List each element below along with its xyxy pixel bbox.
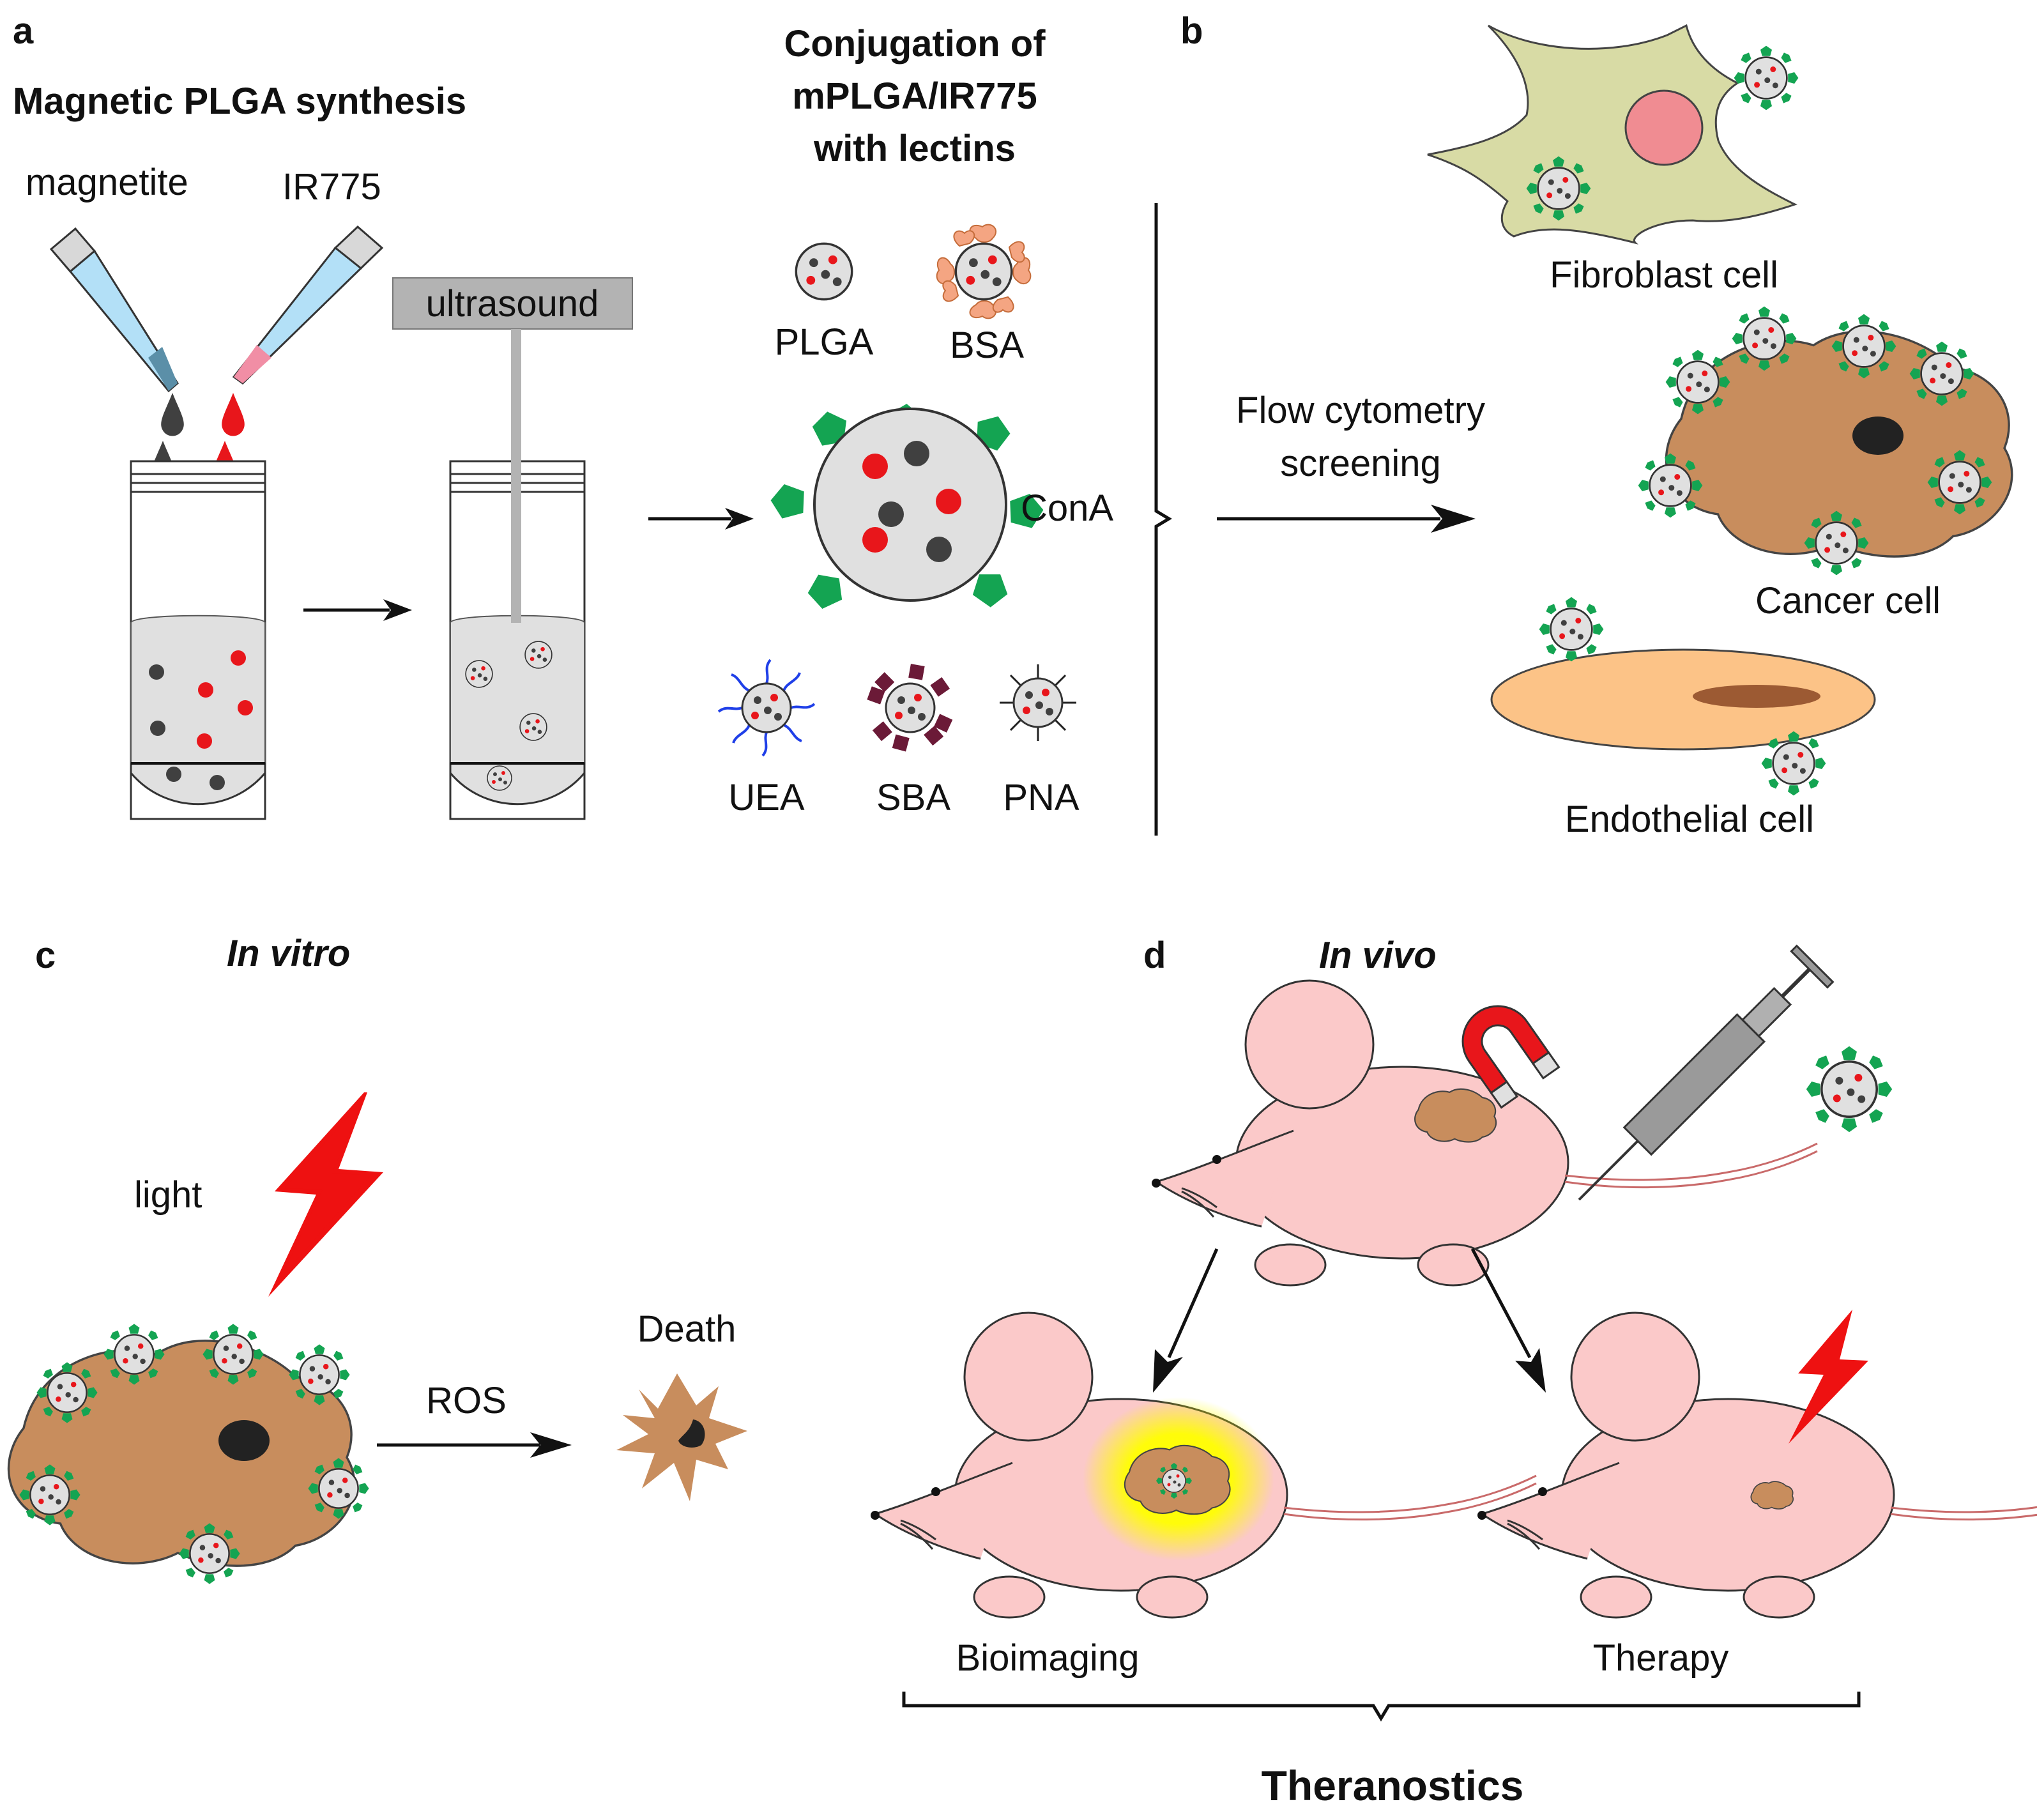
magnet-icon <box>1461 1005 1560 1109</box>
fibroblast-cell <box>1427 24 1799 245</box>
conjugation-title-line-2: mPLGA/IR775 <box>792 75 1037 117</box>
light-label: light <box>134 1174 202 1216</box>
death-label: Death <box>637 1308 736 1350</box>
bioimaging-label: Bioimaging <box>956 1637 1140 1679</box>
ultrasound-device: ultrasound <box>392 277 633 623</box>
arrow-ros <box>377 1432 572 1458</box>
panel-b-letter: b <box>1180 10 1203 52</box>
syringe-icon <box>1578 944 1835 1201</box>
bsa-particle <box>936 224 1032 319</box>
theranostics-label: Theranostics <box>1262 1762 1524 1809</box>
sba-particle <box>867 664 953 752</box>
tube-sonicated <box>449 329 586 820</box>
fibroblast-label: Fibroblast cell <box>1550 254 1778 296</box>
mouse-therapy <box>1476 1311 2037 1619</box>
uea-particle <box>717 659 816 757</box>
therapy-label: Therapy <box>1593 1637 1729 1679</box>
magnetite-label: magnetite <box>26 162 188 203</box>
injected-nanoparticle <box>1805 1045 1893 1133</box>
endothelial-label: Endothelial cell <box>1565 799 1814 840</box>
arrow-mix-to-sonicate <box>303 599 412 621</box>
uea-label: UEA <box>728 777 805 818</box>
arrow-to-bioimaging <box>1153 1248 1219 1393</box>
conjugation-section: Conjugation of mPLGA/IR775 with lectins … <box>717 23 1172 836</box>
ros-label: ROS <box>426 1380 507 1421</box>
panel-c-title: In vitro <box>227 933 350 974</box>
panel-a-title: Magnetic PLGA synthesis <box>13 80 466 122</box>
panel-c: c In vitro light ROS Death <box>7 933 747 1585</box>
bsa-label: BSA <box>950 325 1024 366</box>
sba-label: SBA <box>876 777 950 818</box>
pna-label: PNA <box>1003 777 1080 818</box>
pna-particle <box>1000 664 1076 741</box>
panel-c-letter: c <box>35 935 56 976</box>
arrow-flow-screening <box>1217 505 1476 533</box>
conjugation-title-line-1: Conjugation of <box>784 23 1046 65</box>
flow-label-line-1: Flow cytometry <box>1236 390 1485 431</box>
panel-b: b Flow cytometry screening Fibroblast ce… <box>1180 10 2013 840</box>
cancer-cell-label: Cancer cell <box>1755 580 1941 622</box>
plga-particle <box>795 242 853 301</box>
cona-particle <box>767 402 1047 612</box>
treated-cancer-cell <box>7 1323 370 1585</box>
cancer-cell <box>1637 305 2013 576</box>
tumor-therapy <box>1750 1481 1794 1510</box>
panel-d-title: In vivo <box>1319 935 1437 976</box>
panel-a: a Magnetic PLGA synthesis magnetite IR77… <box>13 10 754 820</box>
pipette-ir775-icon <box>232 225 384 385</box>
plga-label: PLGA <box>775 321 874 363</box>
panel-a-letter: a <box>13 10 34 52</box>
arrow-to-conjugation <box>648 508 754 530</box>
panel-d-letter: d <box>1143 935 1166 976</box>
flow-label-line-2: screening <box>1280 443 1440 484</box>
arrow-to-therapy <box>1470 1248 1546 1393</box>
ultrasound-label: ultrasound <box>426 283 599 325</box>
ir775-label: IR775 <box>282 166 381 208</box>
panel-d: d In vivo <box>869 935 2037 1809</box>
dead-cell-icon <box>616 1373 747 1501</box>
brace-bottom <box>902 1692 1861 1722</box>
endothelial-cell <box>1490 596 1876 797</box>
pipette-magnetite-icon <box>49 227 179 393</box>
tube-mixing <box>130 460 266 820</box>
conjugation-title-line-3: with lectins <box>813 128 1016 169</box>
cona-label: ConA <box>1021 487 1113 529</box>
therapy-lightning-icon <box>1789 1310 1868 1444</box>
brace-right <box>1154 203 1172 836</box>
